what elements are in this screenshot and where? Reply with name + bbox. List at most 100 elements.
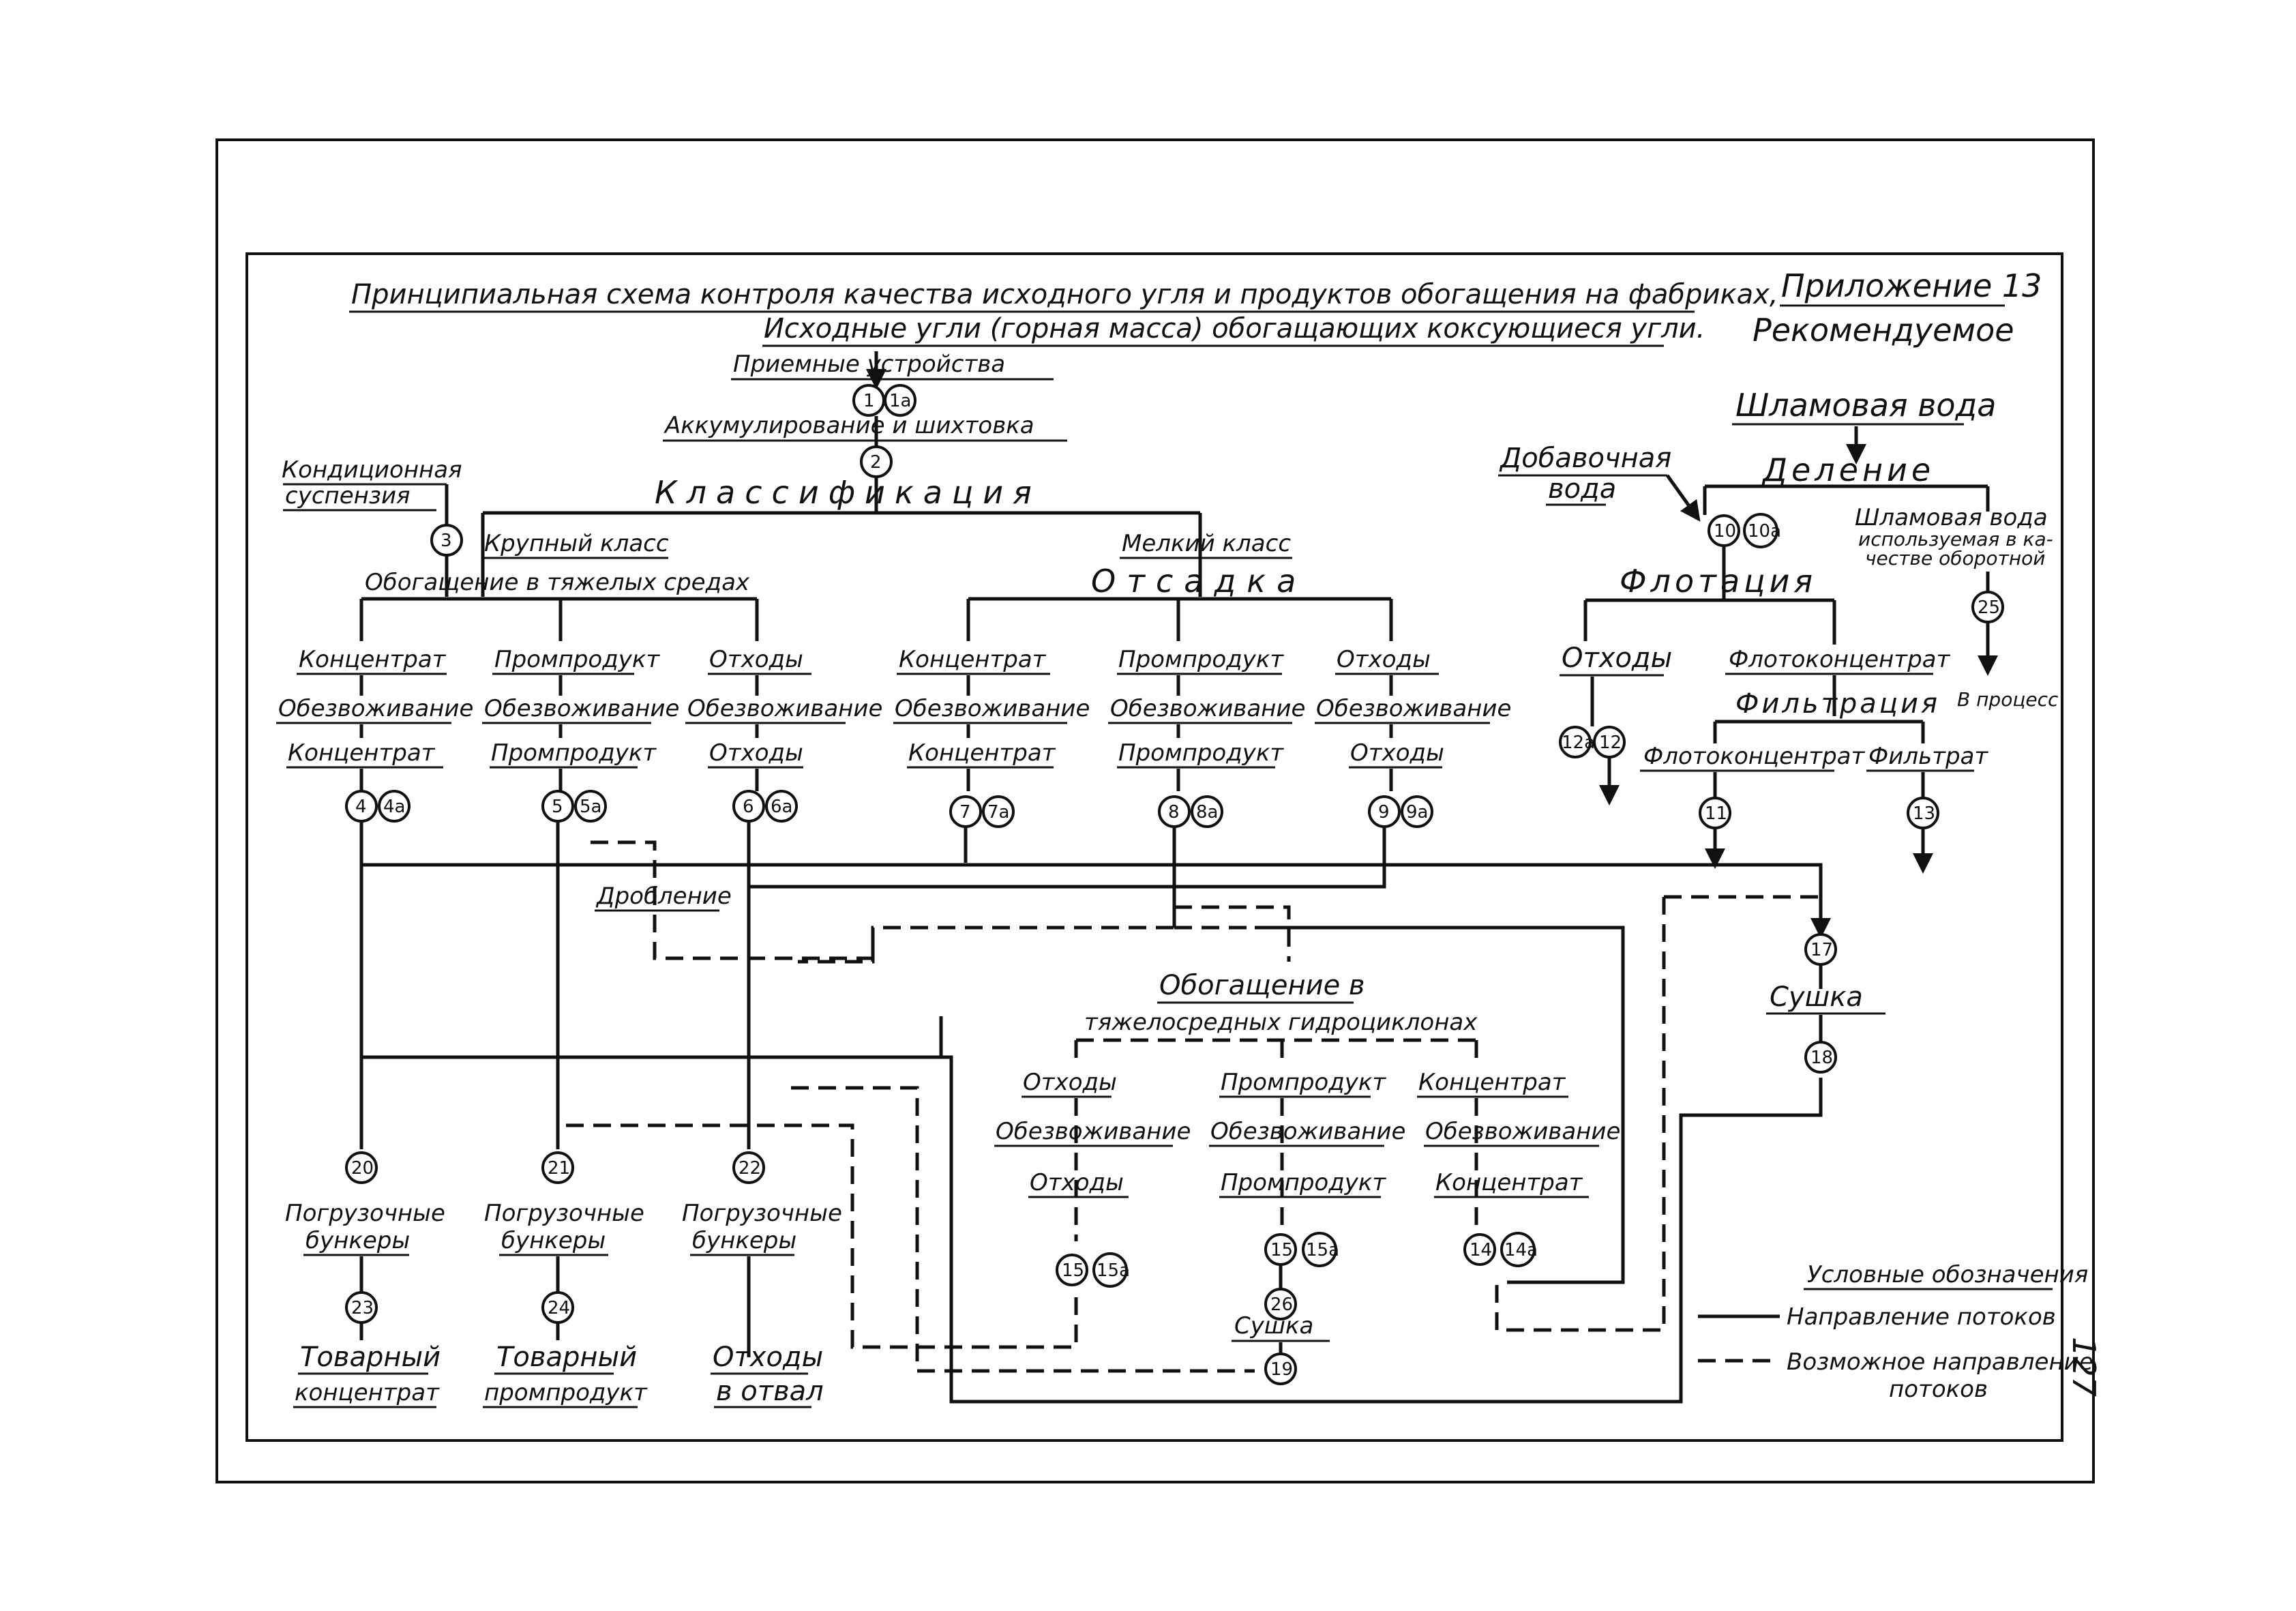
jig-tail-product: Отходы bbox=[1350, 739, 1444, 767]
legend-title: Условные обозначения bbox=[1807, 1261, 2088, 1288]
make-up-water-label-1: Добавочная bbox=[1499, 443, 1671, 474]
accum-label: Аккумулирование и шихтовка bbox=[664, 412, 1034, 439]
node-8a bbox=[1191, 795, 1223, 828]
node-5a bbox=[574, 790, 607, 823]
bunker-1-label-2: бункеры bbox=[305, 1227, 410, 1254]
comm-midd-label-2: промпродукт bbox=[484, 1379, 648, 1406]
coarse-class-label: Крупный класс bbox=[484, 530, 669, 557]
drying-center-label: Сушка bbox=[1234, 1312, 1313, 1340]
hm-tail-product: Отходы bbox=[709, 739, 803, 767]
waste-label-1: Отходы bbox=[713, 1342, 823, 1373]
col-hm-tail: Отходы Обезвоживание Отходы 6 6а bbox=[685, 646, 882, 823]
slurry-recycled-label-2: используемая в ка- bbox=[1858, 528, 2053, 550]
bunker-3-label-2: бункеры bbox=[692, 1227, 796, 1254]
node-4a-label: 4а bbox=[383, 797, 405, 817]
hc-midd-dewater: Обезвоживание bbox=[1210, 1118, 1405, 1145]
node-10a-label: 10а bbox=[1748, 521, 1781, 542]
node-20 bbox=[345, 1151, 378, 1184]
node-10a bbox=[1743, 513, 1778, 548]
comm-midd-label-1: Товарный bbox=[496, 1342, 637, 1373]
hm-tail-label: Отходы bbox=[709, 646, 803, 673]
legend-dashed-label-2: потоков bbox=[1889, 1376, 1988, 1403]
jig-tail-dewater: Обезвоживание bbox=[1316, 695, 1511, 722]
hc-conc-dewater: Обезвоживание bbox=[1425, 1118, 1620, 1145]
col-jig-conc: Концентрат Обезвоживание Концентрат 7 7а bbox=[893, 646, 1090, 828]
node-12a-label: 12а bbox=[1562, 733, 1595, 753]
flot-tail-label: Отходы bbox=[1562, 642, 1672, 674]
node-9a bbox=[1401, 795, 1433, 828]
node-8a-label: 8а bbox=[1196, 802, 1218, 823]
filtration-label: Фильтрация bbox=[1735, 688, 1940, 720]
outer-frame bbox=[215, 138, 2095, 1483]
node-16 bbox=[1056, 1254, 1088, 1286]
node-2-label: 2 bbox=[870, 452, 882, 473]
hm-midd-dewater: Обезвоживание bbox=[484, 695, 679, 722]
node-14-label: 14 bbox=[1470, 1240, 1492, 1260]
node-23-label: 23 bbox=[351, 1298, 374, 1318]
cond-susp-label-2: суспензия bbox=[285, 482, 411, 509]
node-15a bbox=[1302, 1232, 1337, 1267]
node-24-label: 24 bbox=[548, 1298, 570, 1318]
diagram-title-line2: Исходные угли (горная масса) обогащающих… bbox=[764, 313, 1705, 344]
col-jig-tail: Отходы Обезвоживание Отходы 9 9а bbox=[1315, 646, 1511, 828]
inner-frame bbox=[245, 252, 2063, 1442]
legend-solid-label: Направление потоков bbox=[1787, 1303, 2056, 1331]
make-up-water-label-2: вода bbox=[1548, 473, 1616, 505]
node-22 bbox=[732, 1151, 765, 1184]
node-4-label: 4 bbox=[355, 797, 367, 817]
slurry-recycled-label-1: Шламовая вода bbox=[1855, 504, 2048, 531]
hm-tail-dewater: Обезвоживание bbox=[687, 695, 882, 722]
slurry-water-label: Шламовая вода bbox=[1735, 387, 1996, 424]
receiving-label: Приемные устройства bbox=[733, 351, 1005, 378]
node-3-label: 3 bbox=[441, 531, 452, 551]
legend-dashed-label-1: Возможное направление bbox=[1787, 1348, 2093, 1376]
node-11-label: 11 bbox=[1705, 803, 1727, 824]
node-12-label: 12 bbox=[1599, 733, 1622, 753]
node-9a-label: 9а bbox=[1406, 802, 1428, 823]
hc-midd-label: Промпродукт bbox=[1221, 1069, 1386, 1096]
comm-conc-label-1: Товарный bbox=[300, 1342, 441, 1373]
node-17-label: 17 bbox=[1810, 940, 1833, 960]
bunker-2-label-2: бункеры bbox=[501, 1227, 606, 1254]
node-9-label: 9 bbox=[1378, 802, 1390, 823]
node-5-label: 5 bbox=[552, 797, 563, 817]
filtrate-label: Фильтрат bbox=[1868, 743, 1988, 770]
waste-label-2: в отвал bbox=[716, 1376, 824, 1407]
cond-susp-label-1: Кондиционная bbox=[282, 456, 462, 484]
node-16-label: 15 bbox=[1062, 1260, 1084, 1281]
node-15a-label: 15а bbox=[1306, 1240, 1339, 1260]
node-14 bbox=[1463, 1233, 1496, 1266]
col-hc-midd: Промпродукт Обезвоживание Промпродукт 15… bbox=[1209, 1069, 1405, 1267]
to-process-label: В процесс bbox=[1957, 688, 2059, 711]
jigging-label: Отсадка bbox=[1091, 563, 1307, 600]
drying-right-label: Сушка bbox=[1770, 981, 1863, 1013]
bunker-3-label-1: Погрузочные bbox=[682, 1200, 842, 1227]
node-14a-label: 14а bbox=[1504, 1240, 1538, 1260]
hm-midd-product: Промпродукт bbox=[491, 739, 657, 767]
node-19-label: 19 bbox=[1270, 1359, 1293, 1380]
hc-tail-label: Отходы bbox=[1023, 1069, 1117, 1096]
heavy-media-label: Обогащение в тяжелых средах bbox=[365, 569, 750, 596]
node-6a-label: 6а bbox=[771, 797, 792, 817]
node-16a bbox=[1092, 1252, 1128, 1288]
jig-tail-label: Отходы bbox=[1337, 646, 1431, 673]
jig-midd-label: Промпродукт bbox=[1118, 646, 1284, 673]
node-5a-label: 5а bbox=[580, 797, 601, 817]
flot-conc-2-label: Флотоконцентрат bbox=[1643, 743, 1865, 770]
col-hc-conc: Концентрат Обезвоживание Концентрат 14 1… bbox=[1417, 1069, 1620, 1267]
node-14a bbox=[1500, 1232, 1536, 1267]
node-25-label: 25 bbox=[1978, 597, 2000, 618]
hc-label-2: тяжелосредных гидроциклонах bbox=[1084, 1009, 1478, 1036]
bunker-1-label-1: Погрузочные bbox=[285, 1200, 445, 1227]
slurry-recycled-label-3: честве оборотной bbox=[1865, 547, 2045, 570]
node-19 bbox=[1264, 1353, 1297, 1385]
recommended-label: Рекомендуемое bbox=[1753, 312, 2014, 349]
col-hm-conc: Концентрат Обезвоживание Концентрат 4 4а bbox=[276, 646, 473, 823]
flotation-label: Флотация bbox=[1620, 563, 1817, 600]
crushing-label: Дробление bbox=[595, 883, 732, 910]
flot-conc-label: Флотоконцентрат bbox=[1729, 646, 1950, 673]
node-13-label: 13 bbox=[1913, 803, 1935, 824]
node-22-label: 22 bbox=[739, 1158, 761, 1179]
division-label: Деление bbox=[1761, 452, 1935, 488]
